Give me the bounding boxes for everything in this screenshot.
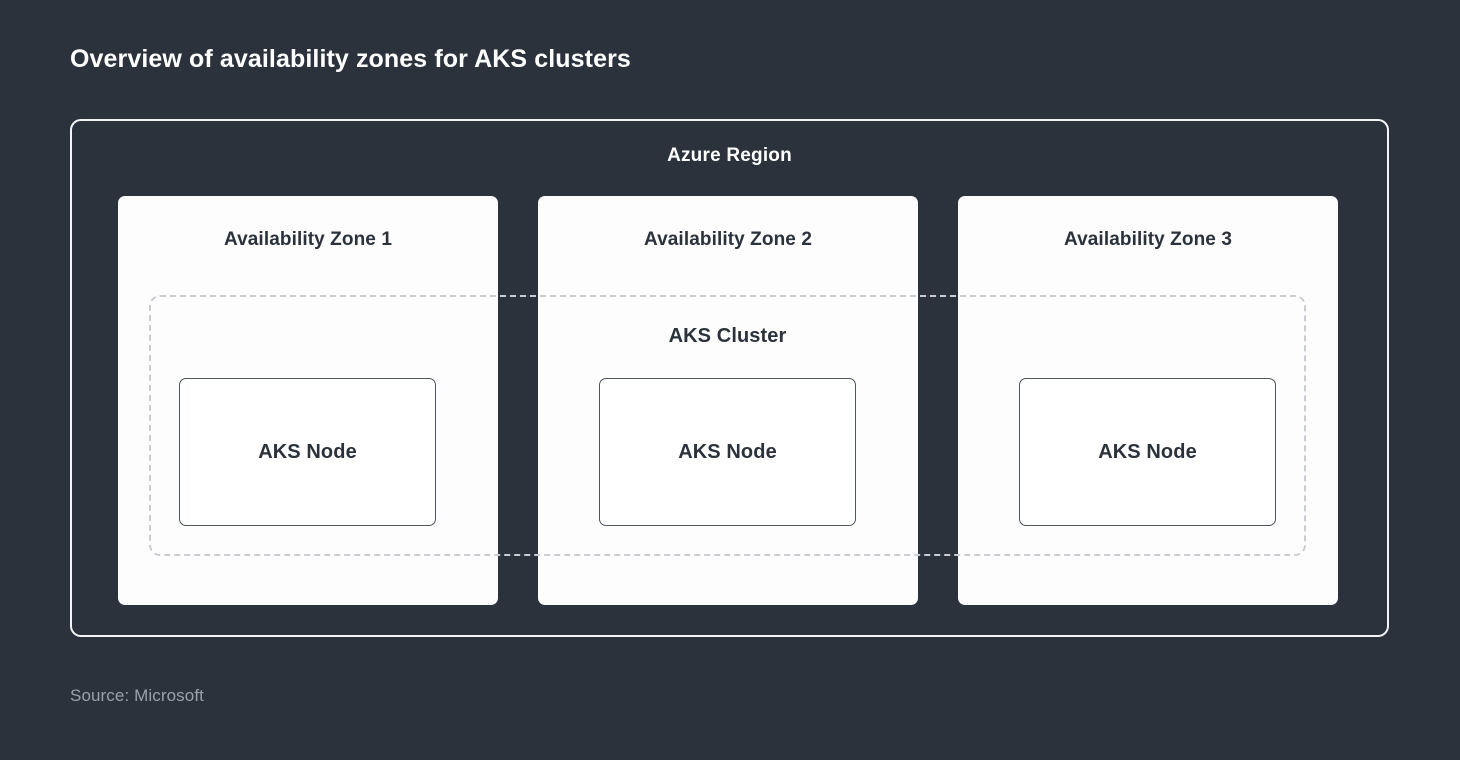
aks-node-zone-2: AKS Node <box>599 378 856 526</box>
availability-zone-2-label: Availability Zone 2 <box>643 229 813 250</box>
aks-node-zone-1-label: AKS Node <box>258 440 357 463</box>
azure-region-label: Azure Region <box>667 145 792 166</box>
aks-node-zone-3: AKS Node <box>1019 378 1276 526</box>
page-title: Overview of availability zones for AKS c… <box>70 45 631 73</box>
aks-cluster-label: AKS Cluster <box>668 325 787 347</box>
availability-zone-1-label: Availability Zone 1 <box>223 229 393 250</box>
aks-node-zone-3-label: AKS Node <box>1098 440 1197 463</box>
azure-region-container: Azure Region <box>70 119 1389 637</box>
aks-cluster-boundary: AKS Cluster <box>149 295 1306 556</box>
source-caption: Source: Microsoft <box>70 686 204 705</box>
availability-zone-3-label: Availability Zone 3 <box>1063 229 1233 250</box>
aks-node-zone-2-label: AKS Node <box>678 440 777 463</box>
aks-node-zone-1: AKS Node <box>179 378 436 526</box>
